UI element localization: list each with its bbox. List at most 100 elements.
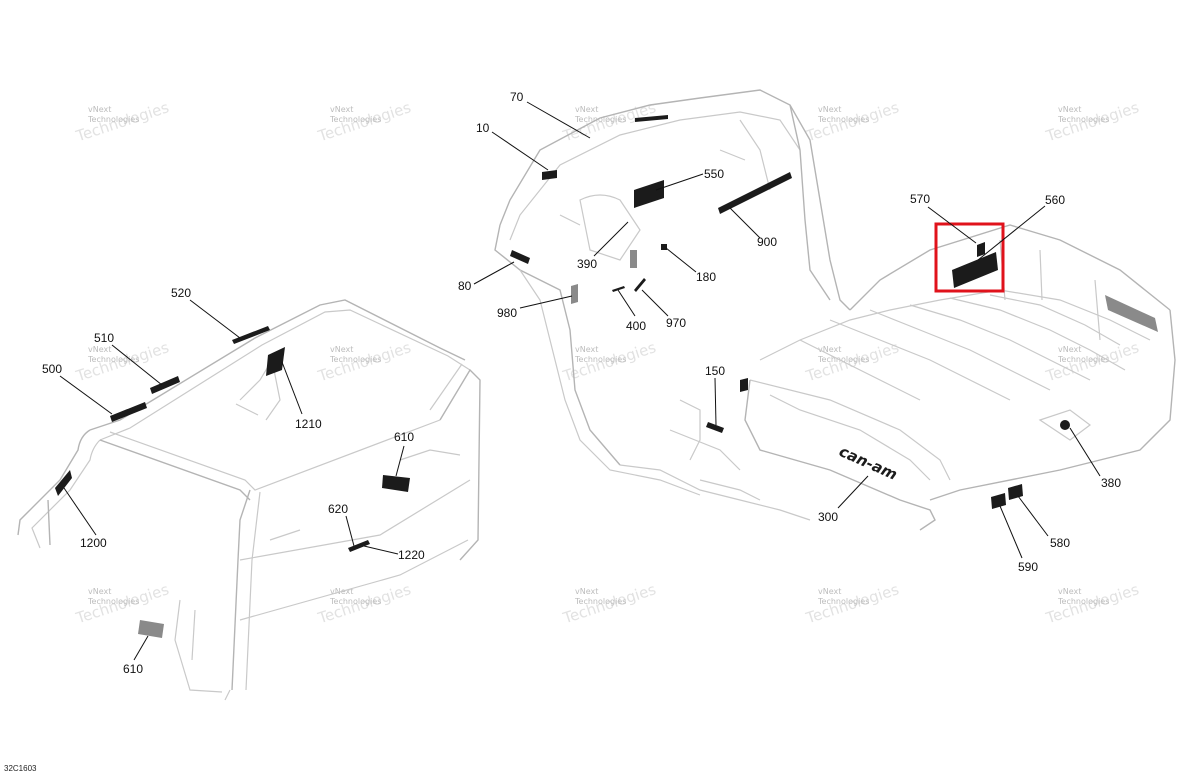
decal-180 bbox=[661, 244, 667, 250]
callout-380[interactable]: 380 bbox=[1101, 476, 1121, 490]
callout-10[interactable]: 10 bbox=[476, 121, 490, 135]
callout-560[interactable]: 560 bbox=[1045, 193, 1065, 207]
svg-text:vNext: vNext bbox=[575, 105, 598, 114]
watermark: Technologies vNext Technologies bbox=[73, 98, 171, 145]
leader-80 bbox=[473, 261, 515, 285]
leader-380 bbox=[1069, 427, 1101, 477]
callout-520[interactable]: 520 bbox=[171, 286, 191, 300]
svg-text:Technologies: Technologies bbox=[574, 597, 626, 606]
callout-180[interactable]: 180 bbox=[696, 270, 716, 284]
decal-550 bbox=[634, 180, 664, 208]
svg-text:Technologies: Technologies bbox=[87, 355, 139, 364]
svg-text:Technologies: Technologies bbox=[574, 355, 626, 364]
watermark: Technologies vNext Technologies bbox=[803, 98, 901, 145]
callout-70[interactable]: 70 bbox=[510, 90, 524, 104]
decal-570 bbox=[977, 242, 985, 257]
callout-1220[interactable]: 1220 bbox=[398, 548, 425, 562]
callout-510[interactable]: 510 bbox=[94, 331, 114, 345]
decal-1200 bbox=[55, 470, 72, 496]
leader-580 bbox=[1017, 495, 1049, 537]
svg-text:vNext: vNext bbox=[88, 587, 111, 596]
callout-580[interactable]: 580 bbox=[1050, 536, 1070, 550]
leader-390 bbox=[593, 221, 629, 257]
svg-text:Technologies: Technologies bbox=[329, 355, 381, 364]
leader-590 bbox=[999, 505, 1023, 559]
callout-150[interactable]: 150 bbox=[705, 364, 725, 378]
svg-text:Technologies: Technologies bbox=[817, 597, 869, 606]
callout-970[interactable]: 970 bbox=[666, 316, 686, 330]
leader-520 bbox=[189, 299, 241, 339]
svg-text:Technologies: Technologies bbox=[1057, 355, 1109, 364]
svg-text:vNext: vNext bbox=[575, 345, 598, 354]
decal-500 bbox=[110, 402, 147, 422]
decal-390 bbox=[630, 250, 637, 268]
watermark: Technologies vNext Technologies bbox=[315, 580, 413, 627]
callout-400[interactable]: 400 bbox=[626, 319, 646, 333]
callout-620[interactable]: 620 bbox=[328, 502, 348, 516]
svg-text:vNext: vNext bbox=[1058, 105, 1081, 114]
leader-10 bbox=[491, 131, 549, 171]
decal-150b bbox=[740, 378, 748, 392]
decal-bed-side bbox=[1105, 295, 1158, 332]
watermark: Technologies vNext Technologies bbox=[315, 338, 413, 385]
leader-180 bbox=[665, 247, 697, 273]
svg-text:Technologies: Technologies bbox=[329, 597, 381, 606]
callout-570[interactable]: 570 bbox=[910, 192, 930, 206]
callout-610-bottom[interactable]: 610 bbox=[123, 662, 143, 676]
svg-text:vNext: vNext bbox=[1058, 587, 1081, 596]
watermark: Technologies vNext Technologies bbox=[803, 338, 901, 385]
decal-900 bbox=[718, 172, 792, 214]
svg-text:Technologies: Technologies bbox=[574, 115, 626, 124]
leader-980 bbox=[519, 295, 573, 309]
svg-text:Technologies: Technologies bbox=[87, 597, 139, 606]
svg-text:vNext: vNext bbox=[330, 105, 353, 114]
svg-text:Technologies: Technologies bbox=[817, 355, 869, 364]
callout-590[interactable]: 590 bbox=[1018, 560, 1038, 574]
callout-1200[interactable]: 1200 bbox=[80, 536, 107, 550]
decal-70 bbox=[635, 115, 668, 122]
callout-390[interactable]: 390 bbox=[577, 257, 597, 271]
callout-500[interactable]: 500 bbox=[42, 362, 62, 376]
roll-cage-decals bbox=[55, 326, 410, 638]
callout-610-top[interactable]: 610 bbox=[394, 430, 414, 444]
leader-500 bbox=[59, 375, 113, 415]
leader-1200 bbox=[63, 487, 97, 536]
leader-570 bbox=[927, 206, 977, 244]
leader-300 bbox=[837, 475, 869, 509]
callout-980[interactable]: 980 bbox=[497, 306, 517, 320]
decal-520 bbox=[232, 326, 270, 344]
leader-900 bbox=[729, 207, 761, 239]
svg-text:vNext: vNext bbox=[818, 345, 841, 354]
leader-610b bbox=[133, 635, 149, 661]
svg-text:Technologies: Technologies bbox=[1057, 597, 1109, 606]
watermark: Technologies vNext Technologies bbox=[73, 338, 171, 385]
decal-610b bbox=[138, 620, 164, 638]
leader-1220 bbox=[363, 545, 399, 555]
decal-970 bbox=[634, 278, 646, 292]
callout-900[interactable]: 900 bbox=[757, 235, 777, 249]
watermark-line2: Technologies bbox=[87, 115, 139, 124]
leader-lines bbox=[59, 101, 1101, 661]
watermark: Technologies vNext Technologies bbox=[560, 580, 658, 627]
decal-1210 bbox=[266, 347, 285, 376]
svg-text:vNext: vNext bbox=[1058, 345, 1081, 354]
decal-80 bbox=[510, 250, 530, 264]
decal-150 bbox=[706, 422, 724, 433]
decal-590 bbox=[991, 493, 1006, 509]
callout-1210[interactable]: 1210 bbox=[295, 417, 322, 431]
watermark: Technologies vNext Technologies bbox=[73, 580, 171, 627]
watermark: Technologies vNext Technologies bbox=[315, 98, 413, 145]
svg-text:vNext: vNext bbox=[88, 345, 111, 354]
watermark: Technologies vNext Technologies bbox=[1043, 98, 1141, 145]
watermark: Technologies vNext Technologies bbox=[1043, 580, 1141, 627]
decal-580 bbox=[1008, 484, 1023, 500]
highlight-box bbox=[934, 222, 1005, 293]
callout-300[interactable]: 300 bbox=[818, 510, 838, 524]
callout-80[interactable]: 80 bbox=[458, 279, 472, 293]
watermark: Technologies vNext Technologies bbox=[1043, 338, 1141, 385]
leader-610a bbox=[395, 445, 405, 477]
callout-550[interactable]: 550 bbox=[704, 167, 724, 181]
callout-labels: 70 10 550 900 570 560 390 180 80 980 400… bbox=[42, 90, 1121, 676]
leader-400 bbox=[617, 289, 636, 317]
